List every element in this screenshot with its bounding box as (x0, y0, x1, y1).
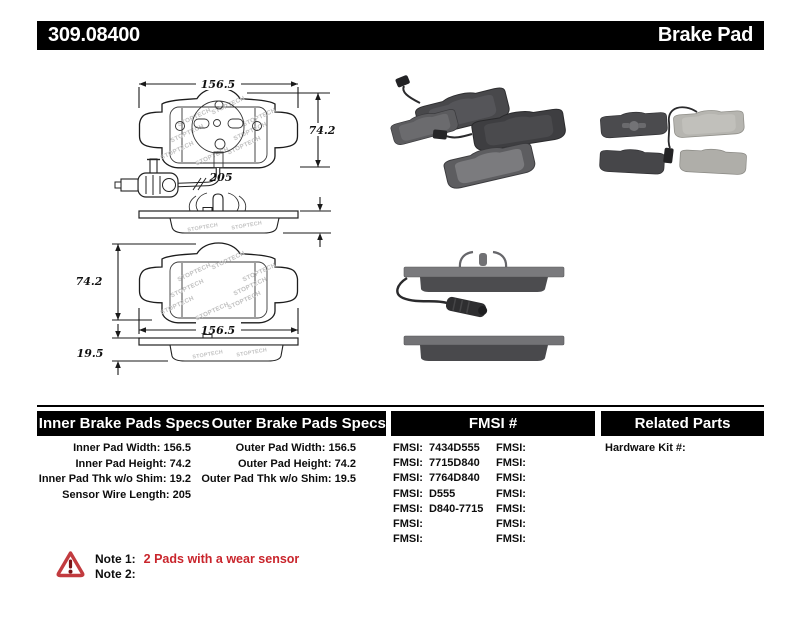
fmsi-row: FMSI:7715D840 (393, 457, 480, 470)
specs-table-header: Inner Brake Pads Specs Outer Brake Pads … (37, 411, 386, 436)
dim-width-bottom: 156.5 (138, 308, 299, 337)
spec-row: Inner Pad Width: 156.5 (73, 442, 191, 454)
fmsi-right-column: FMSI: FMSI: FMSI: FMSI: FMSI: FMSI: FMSI… (496, 441, 532, 547)
header-bar: 309.08400 Brake Pad (37, 21, 764, 50)
fmsi-row: FMSI: (496, 487, 526, 500)
note-1-text: 2 Pads with a wear sensor (143, 552, 300, 566)
fmsi-row: FMSI: (393, 518, 423, 531)
related-parts-column: Hardware Kit #: (605, 442, 686, 454)
fmsi-title: FMSI # (468, 415, 518, 432)
inner-specs-title: Inner Brake Pads Specs (38, 415, 210, 432)
svg-text:STOPTECH: STOPTECH (231, 220, 262, 231)
inner-specs-column: Inner Pad Width: 156.5 Inner Pad Height:… (33, 441, 191, 503)
fmsi-row: FMSI: (496, 502, 526, 515)
inner-pad-front-view: STOPTECH STOPTECH STOPTECH STOPTECH STOP… (138, 87, 299, 169)
related-table-header: Related Parts (601, 411, 764, 436)
warning-icon (56, 551, 85, 578)
related-title: Related Parts (634, 415, 731, 432)
sensor-connector-drawing (114, 158, 179, 198)
fmsi-left-column: FMSI:7434D555 FMSI:7715D840 FMSI:7764D84… (393, 441, 483, 547)
dim-height-left: 74.2 (76, 243, 196, 321)
svg-text:STOPTECH: STOPTECH (187, 222, 218, 233)
svg-text:156.5: 156.5 (201, 324, 235, 337)
outer-specs-column: Outer Pad Width: 156.5 Outer Pad Height:… (198, 441, 356, 488)
outer-pad-side-view: STOPTECH STOPTECH 19.5 (77, 324, 299, 375)
dim-sensor-wire-length: 205 (209, 171, 233, 184)
fmsi-row: FMSI:7434D555 (393, 442, 480, 454)
note-2: Note 2: (95, 567, 299, 582)
fmsi-row: FMSI:7764D840 (393, 472, 480, 485)
table-top-rule (37, 405, 764, 407)
notes-block: Note 1: 2 Pads with a wear sensor Note 2: (95, 552, 299, 582)
sensor-wire-drawing: 205 (114, 158, 233, 198)
note-1: Note 1: 2 Pads with a wear sensor (95, 552, 299, 567)
outer-specs-title: Outer Brake Pads Specs (211, 415, 386, 432)
svg-text:156.5: 156.5 (201, 78, 235, 91)
spec-row: Outer Pad Thk w/o Shim: 19.5 (201, 473, 356, 485)
part-number: 309.08400 (48, 24, 140, 46)
note-2-label: Note 2: (95, 567, 136, 581)
spec-row: Inner Pad Height: 74.2 (75, 457, 191, 470)
dim-thickness-middle (283, 197, 331, 247)
fmsi-table-header: FMSI # (391, 411, 595, 436)
spec-row: Outer Pad Width: 156.5 (235, 442, 356, 454)
fmsi-row: FMSI: (496, 533, 526, 546)
svg-text:74.2: 74.2 (309, 124, 336, 137)
pad-side-view: STOPTECH STOPTECH (138, 192, 331, 247)
fmsi-row: FMSI: (496, 472, 526, 485)
spec-row: Outer Pad Height: 74.2 (238, 457, 356, 470)
svg-text:STOPTECH: STOPTECH (236, 347, 267, 358)
fmsi-row: FMSI: (496, 457, 526, 470)
fmsi-row: FMSI: (393, 533, 423, 546)
dim-height-right: 74.2 (247, 92, 336, 168)
dim-width-top: 156.5 (138, 76, 299, 108)
svg-text:19.5: 19.5 (77, 347, 104, 360)
dim-thickness-bottom: 19.5 (77, 324, 168, 375)
note-1-label: Note 1: (95, 552, 136, 566)
svg-text:STOPTECH: STOPTECH (192, 349, 223, 360)
fmsi-row: FMSI:D840-7715 (393, 502, 484, 515)
fmsi-row: FMSI: (496, 518, 526, 531)
product-photo-edge-view (396, 250, 565, 361)
related-row: Hardware Kit #: (605, 442, 686, 454)
spec-row: Inner Pad Thk w/o Shim: 19.2 (38, 473, 191, 485)
fmsi-row: FMSI:D555 (393, 487, 456, 500)
outer-pad-front-view: STOPTECH STOPTECH STOPTECH STOPTECH STOP… (138, 242, 299, 324)
fmsi-row: FMSI: (496, 442, 526, 454)
product-photo-pad-pairs (598, 106, 748, 176)
product-name: Brake Pad (657, 24, 753, 46)
svg-text:74.2: 74.2 (76, 275, 103, 288)
spec-row: Sensor Wire Length: 205 (62, 488, 191, 501)
product-photo-pad-set (389, 75, 568, 191)
